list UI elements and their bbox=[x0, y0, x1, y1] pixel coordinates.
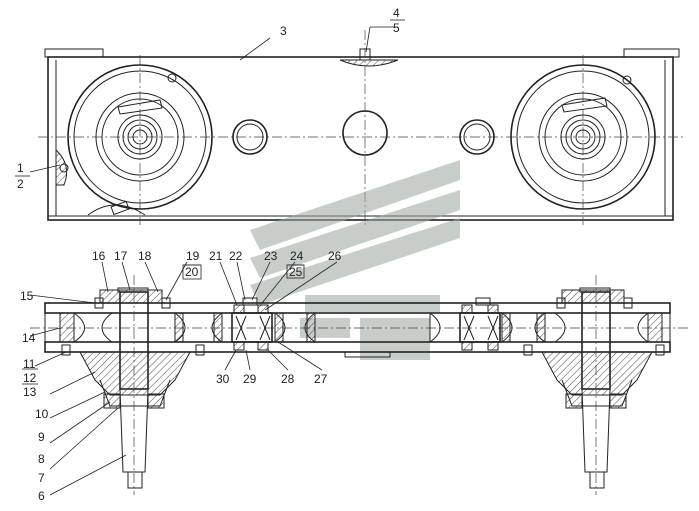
callout-28: 28 bbox=[281, 372, 295, 386]
right-hub bbox=[523, 275, 665, 495]
callout-20: 20 bbox=[185, 265, 199, 279]
callout-24: 24 bbox=[290, 249, 304, 263]
hole-center bbox=[342, 110, 388, 156]
top-view bbox=[38, 30, 685, 228]
callout-23: 23 bbox=[264, 249, 278, 263]
callout-5: 5 bbox=[393, 21, 400, 35]
lug-right bbox=[623, 48, 680, 58]
callout-13: 13 bbox=[23, 385, 37, 399]
callout-6: 6 bbox=[38, 489, 45, 503]
bottom-plate bbox=[44, 341, 671, 353]
callout-8: 8 bbox=[38, 452, 45, 466]
callout-26: 26 bbox=[328, 249, 342, 263]
callout-labels: 1 2 3 4 5 6 7 8 9 10 11 12 13 14 15 16 1… bbox=[17, 6, 400, 503]
callout-7: 7 bbox=[38, 471, 45, 485]
leader-lines bbox=[15, 19, 405, 496]
callout-27: 27 bbox=[314, 372, 328, 386]
callout-25: 25 bbox=[289, 265, 303, 279]
left-hub bbox=[59, 275, 205, 495]
callout-11: 11 bbox=[23, 357, 36, 371]
callout-2: 2 bbox=[17, 177, 24, 191]
callout-4: 4 bbox=[393, 6, 400, 20]
callout-21: 21 bbox=[209, 249, 223, 263]
callout-30: 30 bbox=[216, 372, 230, 386]
lug-left bbox=[44, 48, 104, 58]
left-wheel bbox=[67, 64, 213, 216]
callout-29: 29 bbox=[243, 372, 257, 386]
callout-9: 9 bbox=[38, 430, 45, 444]
right-bearing-block bbox=[429, 297, 546, 351]
hole-right bbox=[459, 119, 495, 155]
callout-10: 10 bbox=[35, 407, 49, 421]
callout-15: 15 bbox=[20, 289, 34, 303]
callout-12: 12 bbox=[23, 371, 37, 385]
left-rollers bbox=[174, 312, 223, 343]
top-plate bbox=[44, 302, 671, 314]
callout-16: 16 bbox=[92, 249, 106, 263]
callout-18: 18 bbox=[138, 249, 152, 263]
callout-22: 22 bbox=[229, 249, 243, 263]
top-cover bbox=[339, 59, 399, 67]
watermark-logo bbox=[250, 160, 460, 360]
callout-19: 19 bbox=[186, 249, 200, 263]
callout-1: 1 bbox=[17, 161, 24, 175]
hole-left bbox=[232, 119, 268, 155]
right-wheel bbox=[510, 64, 656, 210]
callout-14: 14 bbox=[22, 331, 36, 345]
callout-3: 3 bbox=[280, 24, 287, 38]
callout-17: 17 bbox=[114, 249, 128, 263]
left-bearing-block bbox=[231, 297, 316, 351]
section-view bbox=[30, 275, 690, 495]
